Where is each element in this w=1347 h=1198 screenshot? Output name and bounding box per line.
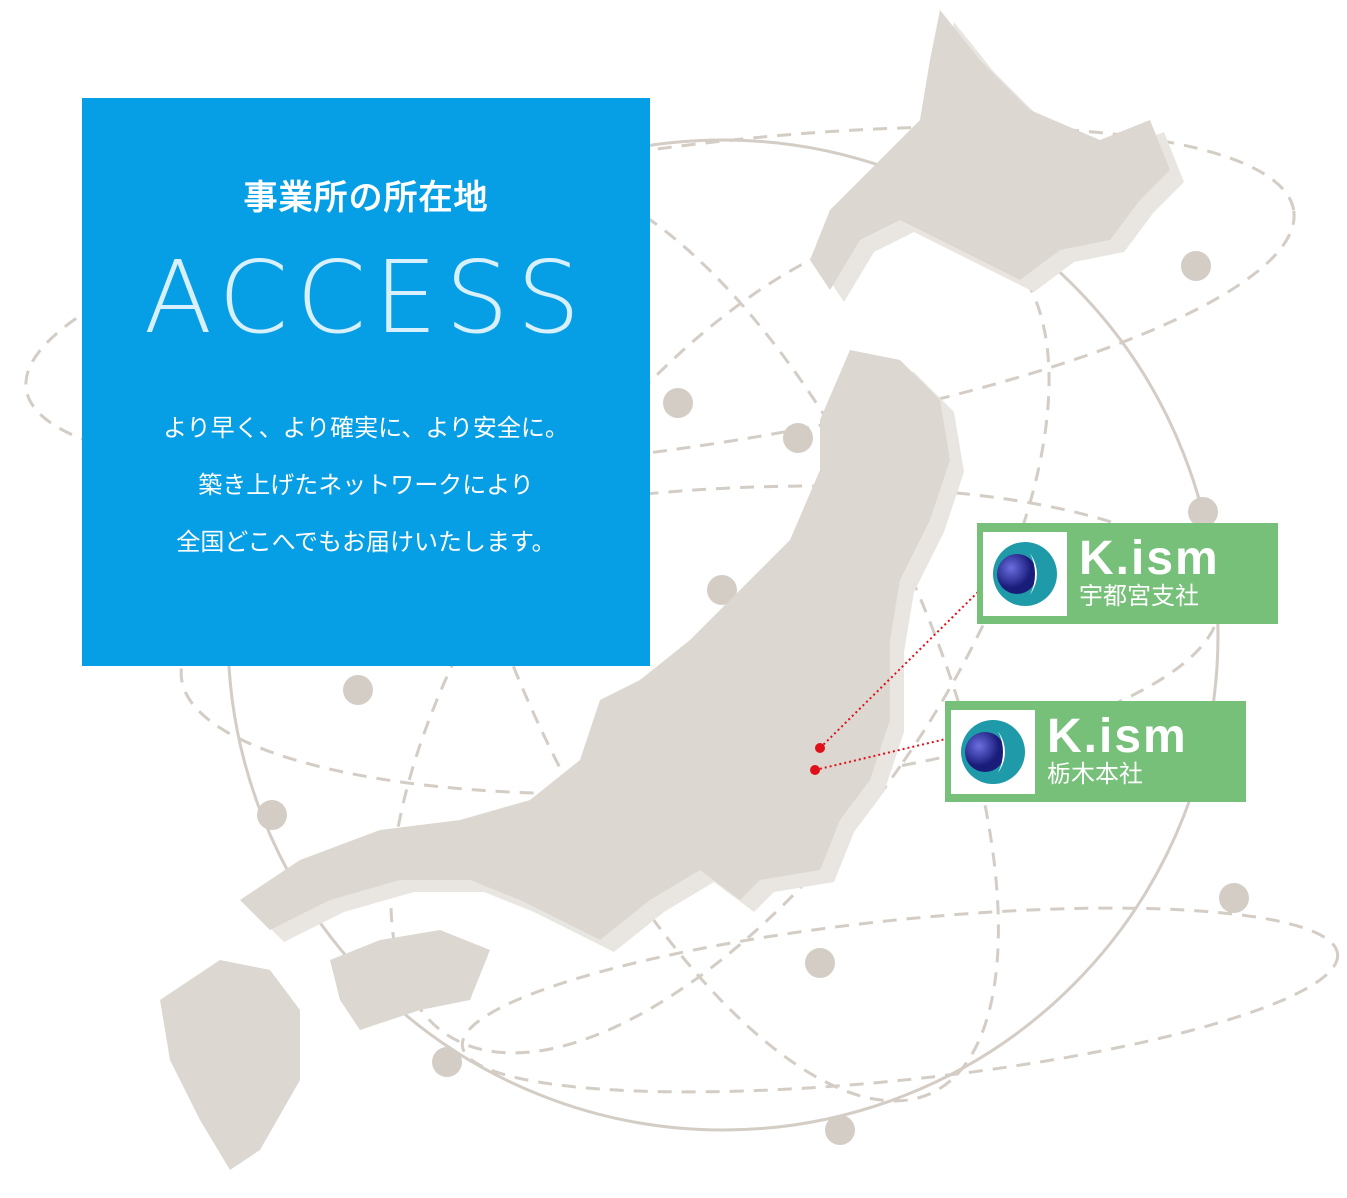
kism-logo-icon: [951, 709, 1035, 794]
utsunomiya-marker: [815, 743, 825, 753]
office-name: 宇都宮支社: [1079, 581, 1199, 610]
access-panel: 事業所の所在地 ACCESS より早く、より確実に、より安全に。 築き上げたネッ…: [82, 98, 650, 666]
panel-line: 全国どこへでもお届けいたします。: [176, 528, 556, 556]
tochigi-marker: [810, 765, 820, 775]
kism-logo-icon: [983, 531, 1067, 616]
office-label-utsunomiya[interactable]: K.ism 宇都宮支社: [977, 523, 1278, 624]
panel-line: より早く、より確実に、より安全に。: [163, 414, 569, 442]
orbit-path: [460, 906, 1340, 1094]
japan-islands: [160, 10, 1170, 1170]
panel-line: 築き上げたネットワークにより: [198, 471, 534, 499]
brand-name: K.ism: [1079, 531, 1220, 585]
panel-subtitle: 事業所の所在地: [243, 178, 489, 218]
panel-title: ACCESS: [143, 239, 589, 356]
office-label-tochigi[interactable]: K.ism 栃木本社: [945, 701, 1246, 802]
brand-name: K.ism: [1047, 709, 1188, 763]
office-name: 栃木本社: [1047, 759, 1143, 788]
network-dots: [257, 251, 1249, 1145]
